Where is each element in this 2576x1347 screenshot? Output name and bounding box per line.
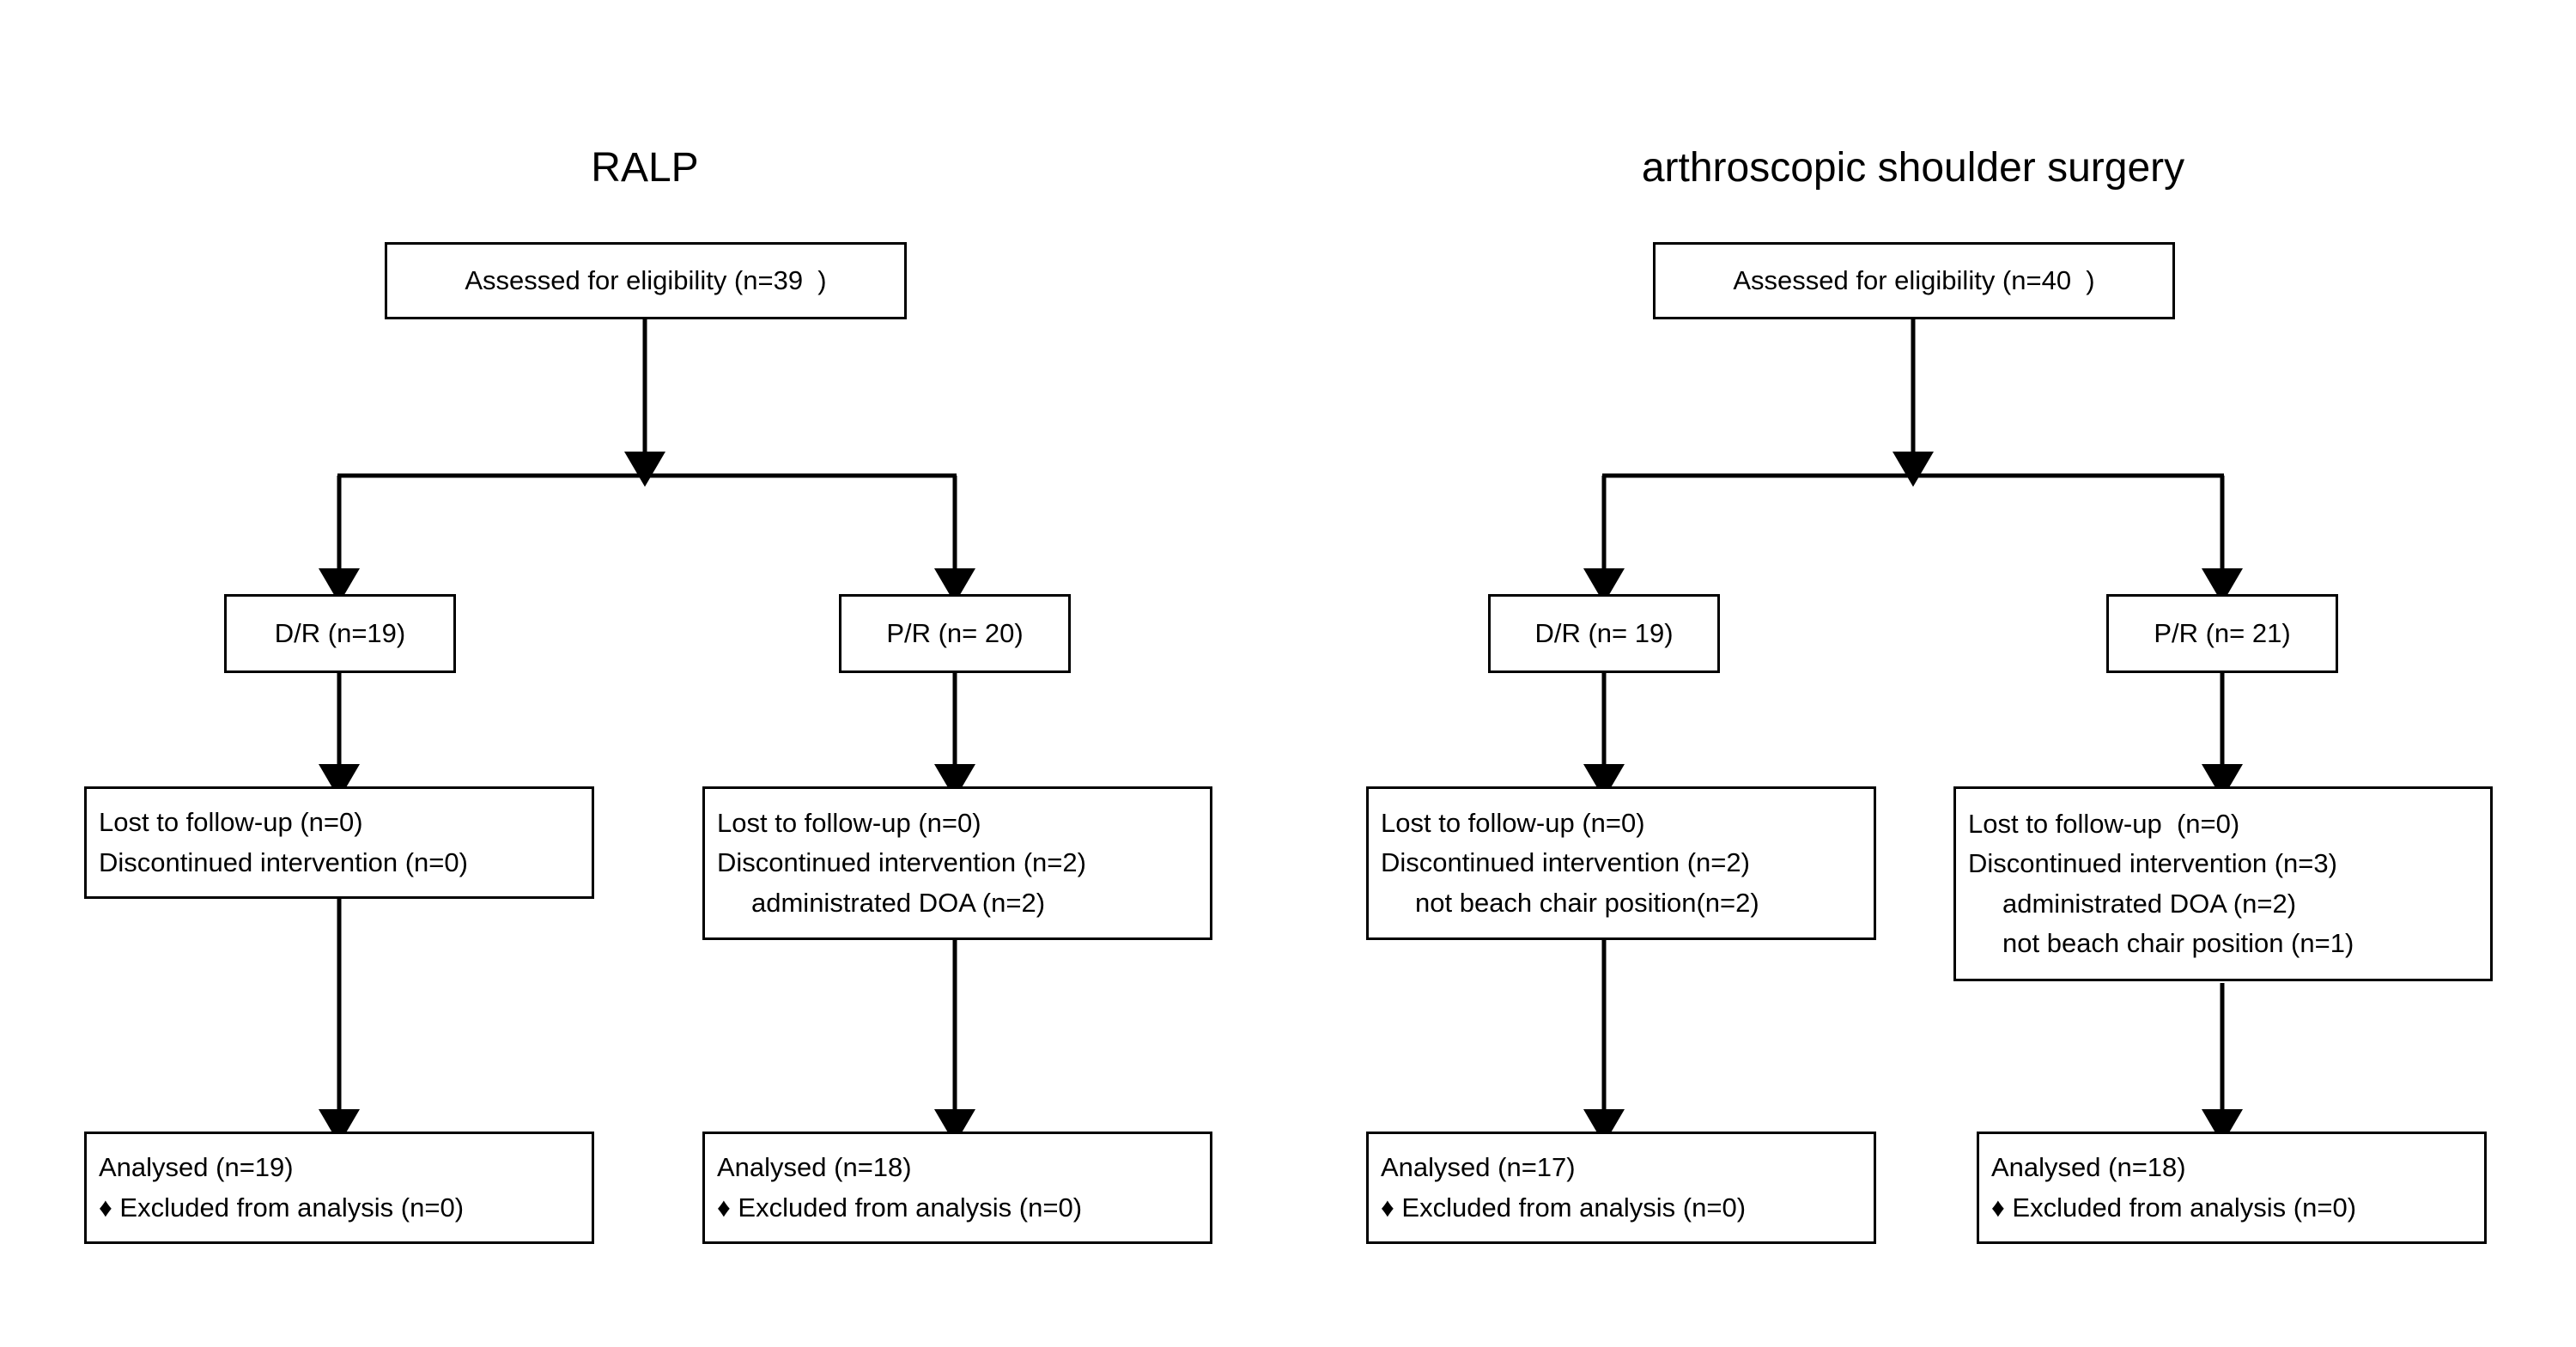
node-text-line: ♦ Excluded from analysis (n=0) xyxy=(1991,1192,2357,1223)
node-ralp-dr-analysis: Analysed (n=19) ♦ Excluded from analysis… xyxy=(84,1132,594,1244)
node-shoulder-enrollment: Assessed for eligibility (n=40 ) xyxy=(1653,242,2175,319)
node-text: Assessed for eligibility (n=39 ) xyxy=(465,264,827,295)
node-ralp-pr-analysis: Analysed (n=18) ♦ Excluded from analysis… xyxy=(702,1132,1212,1244)
node-text-line: not beach chair position (n=1) xyxy=(2002,928,2354,958)
node-text-line: ♦ Excluded from analysis (n=0) xyxy=(1381,1192,1747,1223)
node-ralp-pr-allocation: P/R (n= 20) xyxy=(839,594,1071,673)
node-text-line: Analysed (n=17) xyxy=(1381,1152,1576,1182)
node-text-line: ♦ Excluded from analysis (n=0) xyxy=(717,1192,1083,1223)
node-text-line: Lost to follow-up (n=0) xyxy=(99,807,363,837)
node-text-line: administrated DOA (n=2) xyxy=(2002,888,2297,919)
node-text-line: Discontinued intervention (n=3) xyxy=(1968,848,2337,878)
group-title-ralp: RALP xyxy=(591,145,699,191)
node-text: P/R (n= 20) xyxy=(886,617,1024,648)
node-text: D/R (n=19) xyxy=(274,617,406,648)
node-shoulder-dr-analysis: Analysed (n=17) ♦ Excluded from analysis… xyxy=(1366,1132,1876,1244)
node-text: P/R (n= 21) xyxy=(2154,617,2291,648)
node-text: Assessed for eligibility (n=40 ) xyxy=(1733,264,2095,295)
node-text-line: Discontinued intervention (n=2) xyxy=(717,847,1086,878)
node-shoulder-pr-followup: Lost to follow-up (n=0) Discontinued int… xyxy=(1953,786,2493,981)
node-text-line: administrated DOA (n=2) xyxy=(751,887,1046,918)
node-ralp-dr-followup: Lost to follow-up (n=0) Discontinued int… xyxy=(84,786,594,899)
node-text-line: Analysed (n=18) xyxy=(717,1152,912,1182)
node-text-line: Lost to follow-up (n=0) xyxy=(717,807,981,838)
node-text-line: Analysed (n=18) xyxy=(1991,1152,2186,1182)
node-shoulder-dr-followup: Lost to follow-up (n=0) Discontinued int… xyxy=(1366,786,1876,940)
node-text: D/R (n= 19) xyxy=(1534,617,1674,648)
node-shoulder-pr-allocation: P/R (n= 21) xyxy=(2106,594,2338,673)
node-text-line: Lost to follow-up (n=0) xyxy=(1968,808,2240,839)
node-text-line: Analysed (n=19) xyxy=(99,1152,294,1182)
node-text-line: ♦ Excluded from analysis (n=0) xyxy=(99,1192,465,1223)
node-text-line: Discontinued intervention (n=0) xyxy=(99,846,468,877)
node-text-line: not beach chair position(n=2) xyxy=(1415,887,1759,918)
node-ralp-pr-followup: Lost to follow-up (n=0) Discontinued int… xyxy=(702,786,1212,940)
node-shoulder-dr-allocation: D/R (n= 19) xyxy=(1488,594,1720,673)
node-ralp-dr-allocation: D/R (n=19) xyxy=(224,594,456,673)
node-shoulder-pr-analysis: Analysed (n=18) ♦ Excluded from analysis… xyxy=(1977,1132,2487,1244)
node-text-line: Lost to follow-up (n=0) xyxy=(1381,807,1645,838)
node-text-line: Discontinued intervention (n=2) xyxy=(1381,847,1750,878)
group-title-shoulder: arthroscopic shoulder surgery xyxy=(1641,145,2185,191)
node-ralp-enrollment: Assessed for eligibility (n=39 ) xyxy=(385,242,907,319)
